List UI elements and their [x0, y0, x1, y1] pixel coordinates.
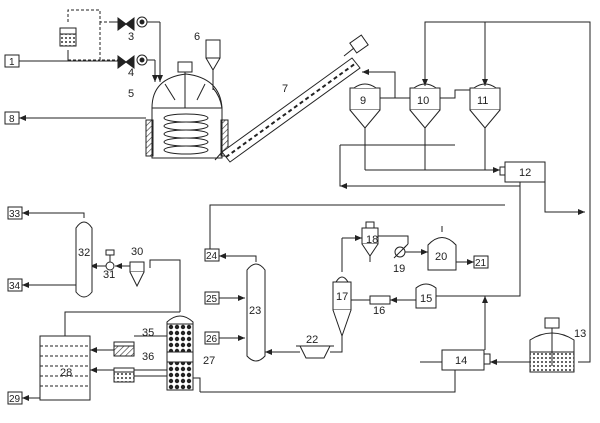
tank-20: [427, 226, 457, 271]
valve-pump-4: [117, 54, 158, 82]
svg-text:25: 25: [206, 294, 218, 305]
cyclone-6: [205, 39, 223, 109]
settler-10: [409, 83, 441, 170]
column-23: [246, 258, 266, 362]
stream-box-29: 29: [7, 391, 23, 405]
label-28: 28: [60, 367, 72, 379]
cyclone-17: [332, 238, 352, 338]
label-32: 32: [78, 247, 90, 259]
stream-box-26: 26: [204, 331, 220, 345]
label-6: 6: [194, 31, 200, 43]
label-35: 35: [142, 327, 154, 339]
stream-box-25: 25: [204, 291, 220, 305]
vessel-13: [529, 317, 575, 373]
label-11: 11: [477, 95, 488, 107]
pump-19: [393, 243, 409, 259]
label-23: 23: [249, 305, 261, 317]
label-36: 36: [142, 351, 154, 363]
callout-labels: 3 4 5 6 7 9 10 11 13 14 15 16 17 18 19 2…: [60, 31, 586, 379]
label-13: 13: [574, 328, 586, 340]
unit-18: [361, 221, 379, 262]
stream-box-21: 21: [473, 255, 489, 269]
label-18: 18: [366, 234, 378, 246]
stream-box-8: 8: [4, 111, 20, 125]
label-7: 7: [282, 83, 288, 95]
unit-14: [441, 349, 491, 371]
unit-15: [415, 283, 437, 309]
label-20: 20: [435, 251, 447, 263]
label-27: 27: [203, 355, 215, 367]
valve-31: [105, 249, 115, 271]
stream-box-34: 34: [7, 278, 23, 292]
unit-35: [113, 341, 135, 357]
label-22: 22: [306, 334, 318, 346]
label-5: 5: [128, 88, 134, 100]
label-30: 30: [131, 246, 143, 258]
cyclone-30: [129, 261, 145, 288]
stream-box-1: 1: [4, 54, 20, 68]
stream-box-24: 24: [204, 248, 220, 262]
label-4: 4: [128, 67, 134, 79]
settler-9: [349, 83, 381, 150]
valve-pump-3: [110, 16, 163, 82]
svg-text:21: 21: [475, 258, 487, 269]
svg-text:24: 24: [206, 251, 218, 262]
label-14: 14: [455, 355, 467, 367]
label-9: 9: [360, 95, 366, 107]
reactor-5: [145, 61, 229, 159]
svg-text:26: 26: [206, 334, 218, 345]
stream-box-33: 33: [7, 206, 23, 220]
svg-text:1: 1: [9, 57, 15, 68]
unit-12: 12: [499, 161, 546, 183]
label-16: 16: [373, 305, 385, 317]
column-32: [75, 221, 93, 298]
column-27: [166, 315, 194, 391]
label-19: 19: [393, 263, 405, 275]
svg-text:33: 33: [9, 209, 21, 220]
svg-text:34: 34: [9, 281, 21, 292]
heater-16: [366, 295, 391, 305]
label-17: 17: [336, 291, 348, 303]
svg-text:29: 29: [9, 394, 21, 405]
unit-36: [113, 367, 135, 383]
screw-conveyor-7: [214, 34, 369, 163]
svg-text:12: 12: [519, 167, 531, 179]
label-3: 3: [128, 31, 134, 43]
label-10: 10: [417, 95, 429, 107]
dosing-tank: [59, 27, 77, 47]
label-15: 15: [420, 293, 432, 305]
svg-text:8: 8: [9, 114, 15, 125]
label-31: 31: [103, 269, 115, 281]
unit-22: [296, 345, 334, 359]
